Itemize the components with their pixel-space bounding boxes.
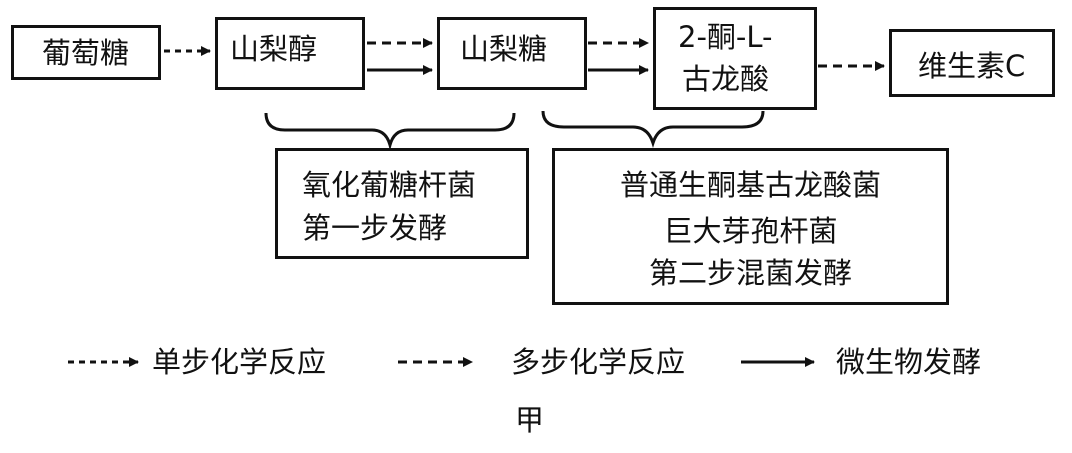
legend-microbial-label: 微生物发酵 bbox=[836, 345, 982, 379]
node-sorbose: 山梨糖 bbox=[437, 17, 587, 90]
node-sorbitol: 山梨醇 bbox=[215, 17, 365, 90]
brace-step1 bbox=[264, 112, 516, 151]
node-vitamin-c: 维生素C bbox=[889, 29, 1055, 97]
node-glucose-label: 葡萄糖 bbox=[42, 36, 130, 70]
node-sorbitol-label: 山梨醇 bbox=[230, 32, 318, 66]
group-step2-line3: 第二步混菌发酵 bbox=[648, 256, 852, 290]
group-step1-line2: 第一步发酵 bbox=[302, 211, 448, 245]
figure-caption: 甲 bbox=[515, 403, 545, 437]
brace-step2 bbox=[541, 110, 765, 149]
node-keto-label-line2: 古龙酸 bbox=[682, 62, 770, 96]
node-keto-gulonic-acid: 2-酮-L- 古龙酸 bbox=[653, 7, 817, 110]
group-step2-line2: 巨大芽孢杆菌 bbox=[663, 214, 838, 248]
group-step2-line1: 普通生酮基古龙酸菌 bbox=[619, 168, 881, 202]
legend-single-step-label: 单步化学反应 bbox=[152, 345, 327, 379]
group-step1-line1: 氧化葡糖杆菌 bbox=[302, 168, 477, 202]
legend-multi-step-label: 多步化学反应 bbox=[511, 345, 686, 379]
node-keto-label-line1: 2-酮-L- bbox=[678, 20, 773, 54]
group-step1-fermentation: 氧化葡糖杆菌 第一步发酵 bbox=[275, 148, 529, 259]
node-sorbose-label: 山梨糖 bbox=[460, 32, 548, 66]
group-step2-fermentation: 普通生酮基古龙酸菌 巨大芽孢杆菌 第二步混菌发酵 bbox=[552, 148, 949, 305]
node-glucose: 葡萄糖 bbox=[11, 25, 161, 80]
node-vitamin-c-label: 维生素C bbox=[918, 49, 1026, 83]
